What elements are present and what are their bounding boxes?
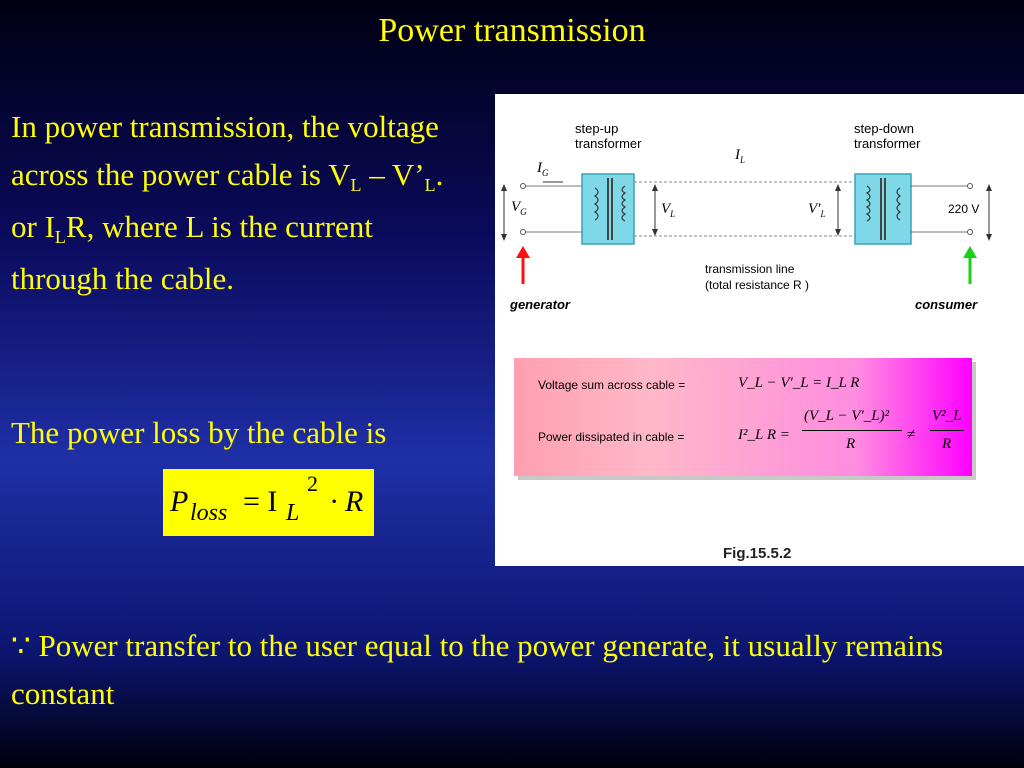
figure-caption: Fig.15.5.2: [723, 545, 792, 562]
power-loss-paragraph: The power loss by the cable is: [11, 415, 387, 450]
intro-text-3: . or I: [11, 157, 444, 244]
power-loss-formula: P loss = I L 2 · R: [163, 469, 374, 536]
formula-P: P: [170, 485, 189, 518]
fraction-bar-1: [802, 430, 902, 431]
intro-text-2: – V’: [361, 157, 425, 192]
formula-loss-subscript: loss: [190, 500, 228, 526]
stepdown-label: step-down transformer: [854, 121, 921, 151]
vl-label: VL: [661, 201, 676, 220]
power-right-denominator: R: [942, 436, 952, 452]
fraction-bar-2: [930, 430, 964, 431]
power-expr-left: I²_L R =: [738, 427, 790, 443]
slide-title: Power transmission: [378, 12, 646, 49]
subscript-L-3: L: [54, 227, 66, 247]
conclusion-paragraph: ∵ Power transfer to the user equal to th…: [11, 628, 944, 711]
ig-label: IG: [537, 160, 549, 179]
stepdown-transformer: [854, 173, 912, 245]
formula-exponent: 2: [307, 471, 318, 496]
circuit-diagram: [501, 173, 992, 284]
generator-label: generator: [510, 297, 570, 312]
consumer-label: consumer: [915, 297, 978, 312]
v220-label: 220 V: [948, 202, 980, 216]
transmission-figure: step-up transformer step-down transforme…: [495, 94, 1024, 566]
vlprime-label: V′L: [808, 201, 826, 220]
terminal-top-right: [967, 183, 973, 189]
voltage-sum-expr: V_L − V′_L = I_L R: [738, 375, 860, 391]
voltage-sum-label: Voltage sum across cable =: [538, 378, 686, 392]
intro-text-4: R, where L is the current through the ca…: [11, 209, 373, 296]
power-dissipated-label: Power dissipated in cable =: [538, 430, 685, 444]
equation-panel: Voltage sum across cable = V_L − V′_L = …: [514, 358, 972, 476]
transmission-line-label: transmission line: [705, 262, 795, 276]
power-numerator: (V_L − V′_L)²: [804, 408, 890, 424]
total-resistance-label: (total resistance R ): [705, 278, 810, 292]
power-right-numerator: V²_L: [932, 408, 962, 424]
power-denominator: R: [846, 436, 856, 452]
vg-label: VG: [511, 199, 527, 218]
il-label: IL: [735, 147, 746, 166]
intro-text-1: In power transmission, the voltage acros…: [11, 109, 439, 192]
terminal-top-left: [520, 183, 526, 189]
subscript-L-1: L: [350, 175, 362, 195]
not-equal-sign: ≠: [907, 427, 916, 443]
formula-L-subscript: L: [286, 500, 300, 526]
formula-dot-R: · R: [330, 485, 364, 518]
terminal-bottom-right: [967, 229, 973, 235]
terminal-bottom-left: [520, 229, 526, 235]
formula-equals-I: = I: [243, 485, 278, 518]
subscript-L-2: L: [424, 175, 436, 195]
stepup-label: step-up transformer: [575, 121, 642, 151]
intro-paragraph: In power transmission, the voltage acros…: [11, 103, 451, 303]
